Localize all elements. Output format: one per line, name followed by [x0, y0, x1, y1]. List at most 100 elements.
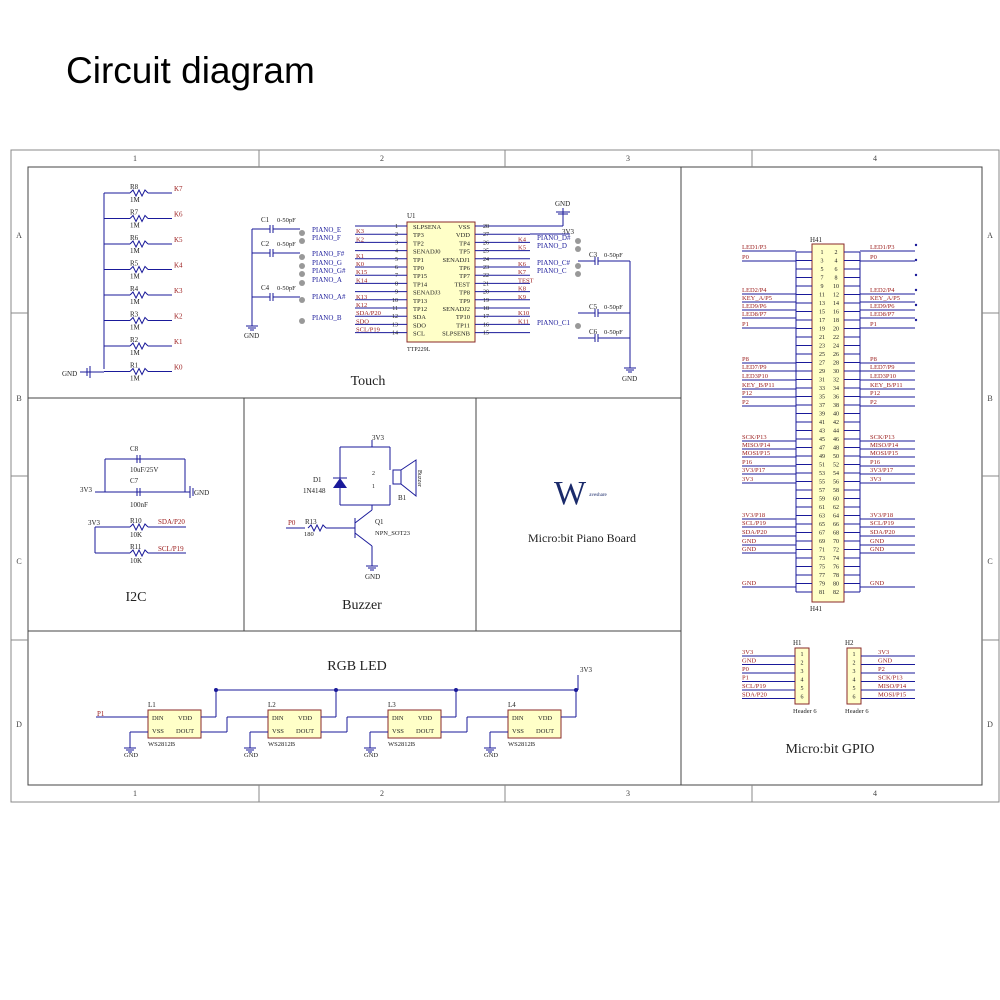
resistor-ref: R4	[130, 285, 139, 293]
gpio-net-label: SDA/P20	[742, 692, 767, 699]
pin-number: 66	[833, 522, 839, 528]
piano-key-label: PIANO_C1	[537, 319, 571, 327]
resistor-symbol	[129, 548, 149, 558]
pin-number: 9	[821, 284, 824, 290]
pin-name: TP10	[456, 314, 470, 321]
pin-number: 3	[853, 669, 856, 675]
speaker-ref: B1	[398, 494, 407, 502]
pin-number: 67	[819, 531, 825, 537]
pin-number: 71	[819, 548, 825, 554]
i2c-title: I2C	[126, 590, 147, 605]
rgb-title: RGB LED	[327, 659, 387, 674]
gnd-label: GND	[194, 489, 209, 497]
logo-letter: W	[554, 475, 587, 512]
touch-pad-dot	[575, 263, 581, 269]
pin-number: 19	[483, 298, 489, 304]
cap-value: 0-50pF	[604, 329, 623, 336]
ic-u1-body	[406, 221, 476, 343]
resistor-value: 1M	[130, 273, 141, 281]
resistor-symbol	[129, 367, 149, 376]
frame-col-label: 3	[626, 154, 630, 163]
pin-name: SLPSENB	[442, 331, 470, 338]
resistor-ref: R13	[305, 518, 317, 526]
gpio-net-label: MOSI/P15	[742, 450, 770, 457]
pin-number: 33	[819, 386, 825, 392]
led-part: WS2812B	[268, 741, 296, 748]
pin-name: VDD	[298, 715, 312, 722]
touch-pad-dot	[575, 246, 581, 252]
frame-row-label: B	[16, 394, 21, 403]
pin-name: VSS	[272, 728, 284, 735]
net-label: K4	[174, 262, 183, 270]
piano-key-label: PIANO_B	[312, 314, 342, 322]
pin-number: 61	[819, 505, 825, 511]
junction-dot	[334, 688, 338, 692]
pin-number: 2	[801, 661, 804, 667]
pin-number: 51	[819, 463, 825, 469]
pin-number: 59	[819, 497, 825, 503]
pin-number: 70	[833, 539, 839, 545]
pin-number: 77	[819, 573, 825, 579]
cap-ref: C3	[589, 251, 598, 259]
gpio-net-label: SCL/P19	[742, 520, 766, 527]
pin-number: 7	[821, 276, 824, 282]
net-stub	[914, 243, 918, 247]
pin-name: DIN	[152, 715, 164, 722]
net-label: K5	[518, 245, 526, 252]
gpio-net-label: LED8/P7	[870, 311, 895, 318]
resistor-ref: R7	[130, 209, 139, 217]
pin-number: 74	[833, 556, 839, 562]
net-label: SDA/P20	[356, 310, 381, 317]
pin-number: 35	[819, 395, 825, 401]
header-h2-body	[846, 647, 862, 705]
net-label: K13	[356, 294, 367, 301]
gpio-net-label: SCL/P19	[742, 683, 766, 690]
touch-pad-dot	[299, 318, 305, 324]
diode-ref: D1	[313, 476, 322, 484]
cap-value: 0-50pF	[277, 241, 296, 248]
net-stub	[914, 318, 918, 322]
net-label: P1	[97, 710, 105, 718]
pin-number: 49	[819, 454, 825, 460]
gpio-net-label: GND	[742, 538, 756, 545]
pin-number: 65	[819, 522, 825, 528]
resistor-ref: R1	[130, 362, 139, 370]
pin-name: DOUT	[416, 728, 434, 735]
pin-number: 4	[835, 259, 838, 265]
frame-col-label: 2	[380, 154, 384, 163]
pin-name: VSS	[512, 728, 524, 735]
resistor-symbol	[129, 239, 149, 249]
pin-number: 2	[372, 471, 375, 477]
pin-number: 68	[833, 531, 839, 537]
pin-number: 22	[483, 273, 489, 279]
vcc-label: 3V3	[580, 666, 593, 674]
pin-name: TP6	[459, 265, 471, 272]
board-name: Micro:bit Piano Board	[528, 531, 636, 545]
resistor-ref: R8	[130, 183, 139, 191]
gpio-net-label: P1	[870, 321, 877, 328]
pin-number: 2	[853, 661, 856, 667]
pin-number: 44	[833, 429, 839, 435]
pin-name: TP7	[459, 273, 471, 280]
pin-number: 47	[819, 446, 825, 452]
frame-row-label: D	[16, 720, 22, 729]
edge-connector-body	[811, 243, 845, 603]
pin-number: 41	[819, 420, 825, 426]
net-label: K8	[518, 286, 526, 293]
pin-number: 1	[372, 484, 375, 490]
frame-row-label: D	[987, 720, 993, 729]
pin-number: 2	[835, 250, 838, 256]
pin-number: 9	[395, 290, 398, 296]
frame-col-label: 4	[873, 154, 877, 163]
touch-section: R81MK7R71MK6R61MK5R51MK4R41MK3R31MK2R21M…	[62, 183, 637, 389]
pin-name: TP4	[459, 240, 471, 247]
touch-pad-dot	[299, 271, 305, 277]
resistor-value: 10K	[130, 531, 142, 539]
pin-number: 76	[833, 565, 839, 571]
pin-name: SENADJ2	[443, 306, 470, 313]
pin-number: 1	[821, 250, 824, 256]
pin-name: TP3	[413, 232, 424, 239]
pin-name: VDD	[456, 232, 470, 239]
